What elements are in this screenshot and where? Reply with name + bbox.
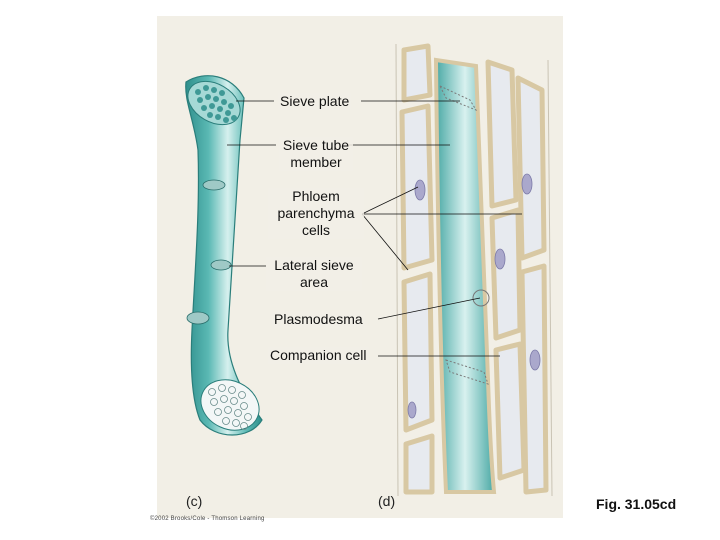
copyright-notice: ©2002 Brooks/Cole - Thomson Learning: [150, 516, 265, 522]
label-sieve-plate: Sieve plate: [278, 93, 352, 110]
tissue-section-d: [395, 43, 553, 497]
nucleus: [407, 401, 417, 419]
label-companion-cell: Companion cell: [268, 347, 369, 364]
companion-cell: [485, 59, 519, 209]
companion-cell: [489, 207, 523, 341]
sieve-plate-d: [438, 84, 478, 112]
sieve-plate-d: [445, 359, 489, 385]
lateral-sieve-areas: [186, 179, 232, 325]
nucleus: [494, 248, 506, 270]
label-sieve-tube-member: Sieve tube member: [279, 137, 353, 171]
sieve-tube-body: [185, 75, 263, 436]
panel-label-c: (c): [186, 493, 203, 509]
central-sieve-tube: [433, 57, 497, 494]
nucleus: [414, 179, 426, 201]
label-phloem-parenchyma: Phloem parenchyma cells: [268, 188, 364, 239]
panel-label-d: (d): [378, 493, 396, 509]
plasmodesma-marker: [472, 289, 490, 307]
parenchyma-cell: [401, 43, 433, 103]
parenchyma-cell: [519, 263, 549, 495]
parenchyma-cell: [403, 433, 435, 495]
bottom-sieve-plate: [200, 379, 260, 431]
companion-cell: [493, 341, 527, 481]
nucleus: [521, 173, 533, 195]
label-lateral-sieve-area: Lateral sieve area: [266, 257, 362, 291]
figure-number: Fig. 31.05cd: [596, 496, 677, 512]
label-plasmodesma: Plasmodesma: [272, 311, 365, 328]
sieve-tube-member-c: [185, 75, 263, 436]
top-sieve-plate: [187, 80, 241, 126]
leader-lines: [227, 100, 522, 357]
nucleus: [529, 349, 541, 371]
parenchyma-cell: [401, 271, 435, 433]
parenchyma-cell: [515, 75, 547, 261]
